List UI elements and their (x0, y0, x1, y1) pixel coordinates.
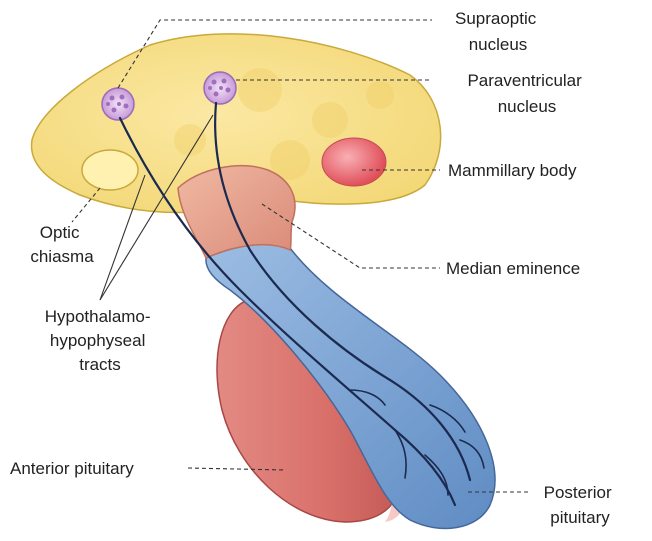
median-eminence (178, 166, 295, 258)
mammillary-body (322, 138, 386, 186)
optic-chiasma (82, 150, 138, 190)
label-paraventricular: Paraventricular nucleus (467, 71, 586, 116)
label-tracts: Hypothalamo- hypophyseal tracts (45, 307, 156, 374)
label-anterior-pituitary: Anterior pituitary (10, 459, 134, 478)
label-median-eminence: Median eminence (446, 259, 580, 278)
label-supraoptic: Supraoptic nucleus (455, 9, 541, 54)
label-mammillary-body: Mammillary body (448, 161, 577, 180)
label-optic-chiasma: Optic chiasma (30, 223, 94, 266)
label-posterior-pituitary: Posterior pituitary (544, 483, 617, 527)
